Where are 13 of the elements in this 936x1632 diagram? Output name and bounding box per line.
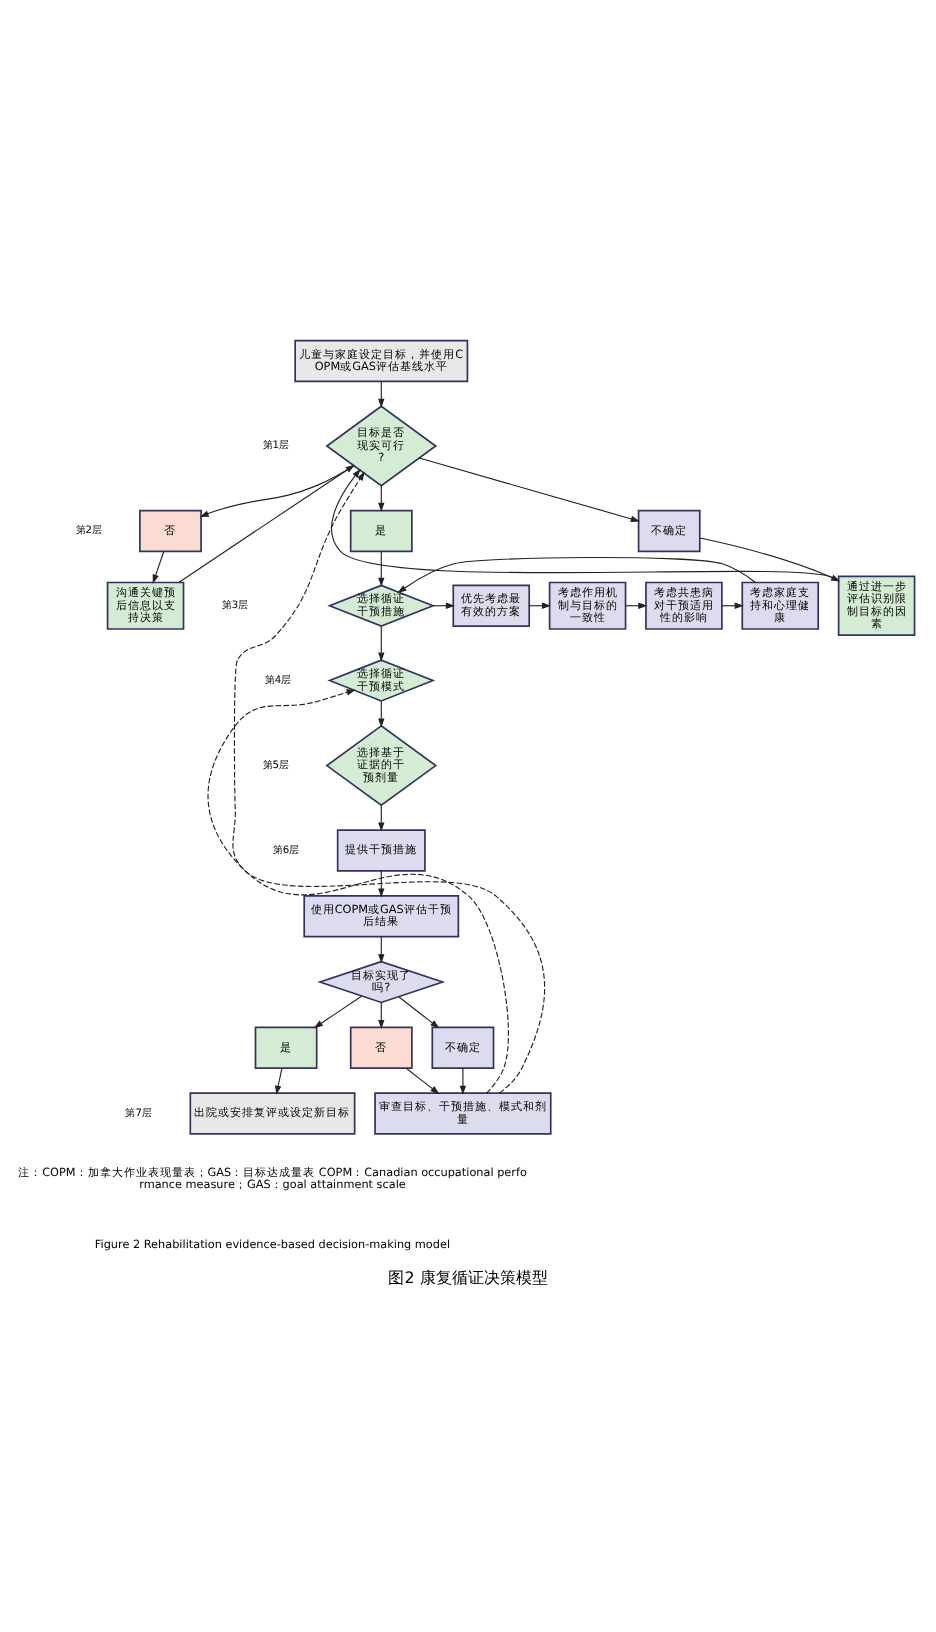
arrow [199,465,355,517]
arrow [152,550,165,584]
arrow [378,550,385,587]
arrow [418,457,640,522]
arrow [397,556,756,593]
arrow [207,689,509,1094]
arrow [178,464,355,583]
arrow [313,995,363,1029]
arrow [398,996,440,1029]
arrow [405,1067,440,1095]
arrow [459,1067,467,1095]
arrow [378,625,385,662]
arrow [275,1067,283,1095]
